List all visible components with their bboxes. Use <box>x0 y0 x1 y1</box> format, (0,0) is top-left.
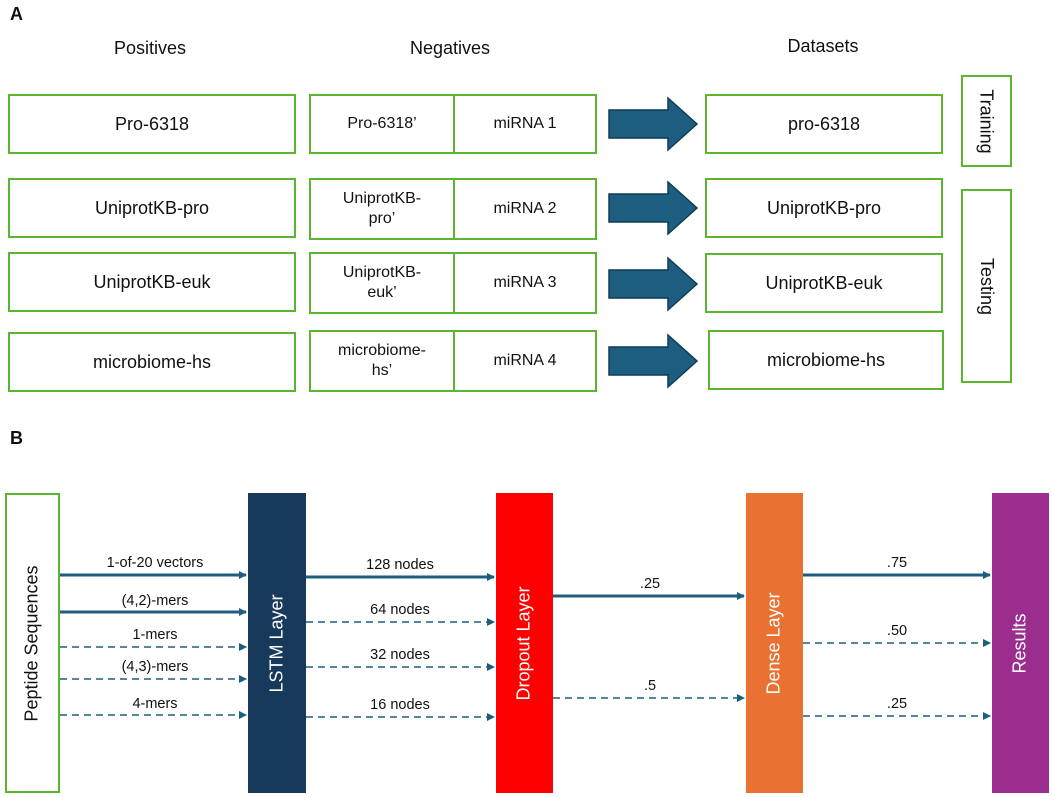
dataset-box: UniprotKB-pro <box>705 178 943 238</box>
negative-set-label: microbiome- hs’ <box>311 332 455 390</box>
mirna-label: miRNA 2 <box>493 200 557 217</box>
positive-box: Pro-6318 <box>8 94 296 154</box>
dataset-box: microbiome-hs <box>708 330 944 390</box>
negative-set-label: UniprotKB- euk’ <box>311 254 455 312</box>
input-node: Peptide Sequences <box>5 493 60 793</box>
testing-box: Testing <box>961 189 1012 383</box>
negative-box: Pro-6318’ miRNA 1 <box>309 94 597 154</box>
edge-label: .5 <box>643 678 657 694</box>
dropout-layer-node: Dropout Layer <box>496 493 553 793</box>
edge-label: .50 <box>886 623 908 639</box>
edge-label: (4,3)-mers <box>121 659 189 675</box>
edge-label: 4-mers <box>132 696 178 712</box>
positive-box: UniprotKB-euk <box>8 252 296 312</box>
edge-label: 1-mers <box>132 627 178 643</box>
negative-box: UniprotKB- euk’ miRNA 3 <box>309 252 597 314</box>
dataset-box: pro-6318 <box>705 94 943 154</box>
edge-label: (4,2)-mers <box>121 593 189 609</box>
edge-label: 128 nodes <box>366 557 434 573</box>
negatives-header: Negatives <box>409 38 491 58</box>
edge-label: .25 <box>886 696 908 712</box>
dense-layer-node: Dense Layer <box>746 493 803 793</box>
panel-b-letter: B <box>10 428 23 448</box>
panel-a-letter: A <box>10 4 23 24</box>
positive-box: UniprotKB-pro <box>8 178 296 238</box>
right-arrow-icon <box>608 333 699 389</box>
results-node: Results <box>992 493 1049 793</box>
negative-set-label: UniprotKB- pro’ <box>311 180 455 238</box>
edge-label: 16 nodes <box>370 697 430 713</box>
positives-header: Positives <box>113 38 187 58</box>
edge-label: 32 nodes <box>370 647 430 663</box>
training-box: Training <box>961 75 1012 167</box>
negative-box: UniprotKB- pro’ miRNA 2 <box>309 178 597 240</box>
negative-box: microbiome- hs’ miRNA 4 <box>309 330 597 392</box>
right-arrow-icon <box>608 180 699 236</box>
datasets-header: Datasets <box>787 36 859 56</box>
panel-a-arrows <box>608 96 699 389</box>
edge-label: .75 <box>886 555 908 571</box>
mirna-label: miRNA 3 <box>493 274 557 291</box>
mirna-label: miRNA 4 <box>493 352 557 369</box>
edge-label: .25 <box>639 576 661 592</box>
negative-set-label: Pro-6318’ <box>311 96 455 152</box>
positive-box: microbiome-hs <box>8 332 296 392</box>
edge-label: 1-of-20 vectors <box>106 555 204 571</box>
right-arrow-icon <box>608 96 699 152</box>
mirna-label: miRNA 1 <box>493 115 557 132</box>
lstm-layer-node: LSTM Layer <box>248 493 306 793</box>
right-arrow-icon <box>608 256 699 312</box>
dataset-box: UniprotKB-euk <box>705 253 943 313</box>
edge-label: 64 nodes <box>370 602 430 618</box>
